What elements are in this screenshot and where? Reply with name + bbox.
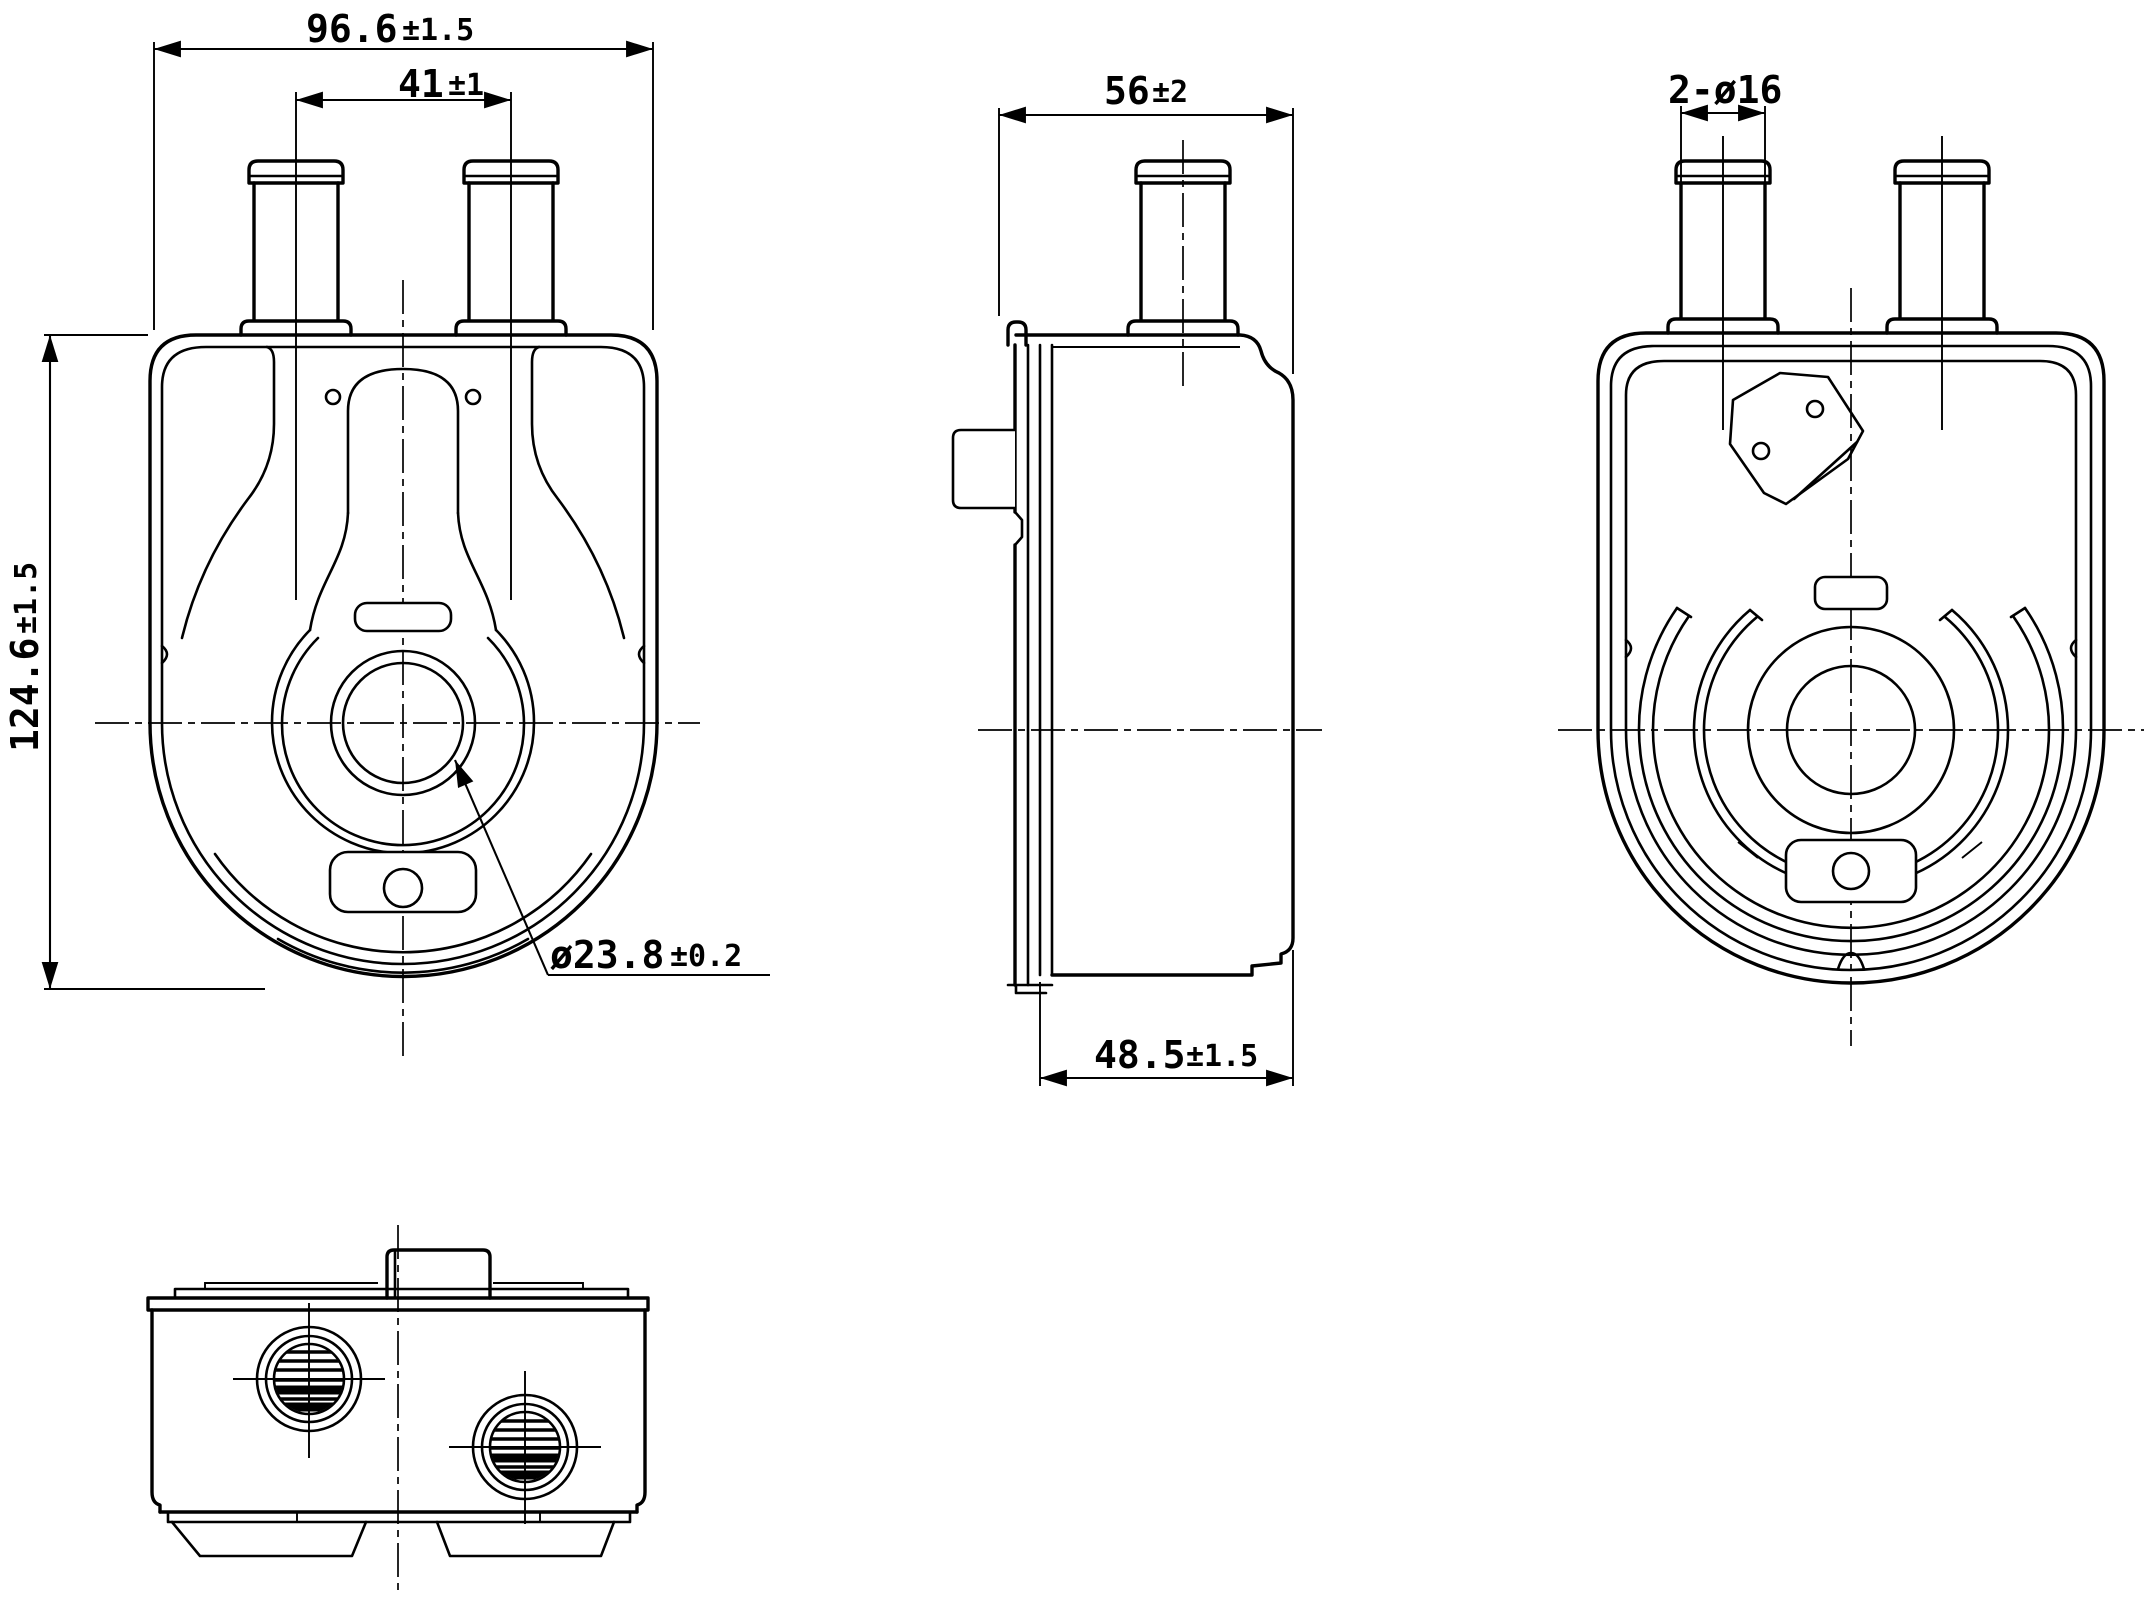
dim-front-center-bore: ø23.8 ±0.2 — [454, 759, 770, 977]
side-pipe — [1126, 159, 1240, 337]
side-view: 56 ±2 48.5 ±1.5 — [951, 69, 1322, 1087]
dim-rear-pipe-ports: 2-ø16 — [1668, 68, 1782, 296]
dim-tolerance: ±1.5 — [9, 562, 44, 634]
front-left-notch — [160, 644, 169, 665]
dim-front-overall-width: 96.6 ±1.5 — [153, 7, 654, 330]
dim-tolerance: ±0.2 — [670, 939, 742, 974]
rear-circlip-rings — [1637, 575, 2065, 943]
rear-center-bore — [1785, 664, 1917, 796]
bottom-top-tab — [385, 1248, 492, 1300]
front-body-outline — [148, 333, 659, 979]
front-left-pipe — [239, 159, 353, 337]
dim-label: 124.6 — [3, 638, 47, 752]
dim-label: ø23.8 — [550, 933, 664, 977]
bottom-view — [146, 1225, 650, 1594]
front-bottom-pocket — [328, 850, 478, 914]
front-center-bore — [341, 661, 465, 785]
rear-body-seam — [1609, 344, 2093, 972]
front-center-boss — [270, 601, 536, 914]
rear-bracket-hole-lower — [1751, 441, 1771, 461]
dim-label: 2-ø16 — [1668, 68, 1782, 112]
side-body-outline — [1014, 333, 1295, 977]
dim-label: 48.5 — [1094, 1033, 1186, 1077]
dim-tolerance: ±2 — [1152, 75, 1188, 110]
rear-body-outline — [1596, 331, 2106, 985]
dim-tolerance: ±1.5 — [1186, 1039, 1258, 1074]
bottom-port-left — [233, 1303, 385, 1458]
dim-front-pipe-spacing: 41 ±1 — [296, 62, 511, 109]
dim-front-overall-height: 124.6 ±1.5 — [3, 334, 265, 990]
bottom-base-left — [170, 1520, 368, 1558]
rear-view: 2-ø16 — [1558, 68, 2144, 1046]
dim-side-overall-depth: 56 ±2 — [998, 69, 1294, 374]
dim-tolerance: ±1.5 — [402, 13, 474, 48]
rear-bracket-hole-upper — [1805, 399, 1825, 419]
dim-label: 41 — [398, 62, 444, 106]
bottom-body — [150, 1308, 647, 1558]
rear-bracket-plate — [1728, 371, 1865, 506]
bottom-plate-main — [146, 1296, 650, 1312]
front-bottom-lip-arc — [276, 937, 530, 974]
front-mounting-bracket — [180, 345, 626, 640]
side-flange-plate — [951, 320, 1054, 995]
rear-right-pipe — [1885, 159, 1999, 335]
rear-clip-ear-left — [1737, 841, 1759, 859]
bottom-port-right — [449, 1371, 601, 1524]
rear-bottom-tab — [1836, 951, 1866, 971]
front-body-seam — [160, 345, 646, 966]
front-bracket-hole-left — [324, 388, 342, 406]
bottom-base-right — [435, 1520, 616, 1558]
front-bracket-hole-right — [464, 388, 482, 406]
front-right-pipe — [454, 159, 568, 337]
rear-body-inner-line — [1624, 359, 2078, 957]
rear-pocket-hole — [1831, 851, 1871, 891]
front-pocket-hole — [382, 867, 424, 909]
rear-left-notch — [1624, 638, 1633, 659]
dim-tolerance: ±1 — [448, 68, 484, 103]
dim-label: 96.6 — [306, 7, 398, 51]
front-bottom-rim-arc — [213, 852, 593, 954]
side-bracket-tab — [951, 428, 1015, 510]
dim-label: 56 — [1104, 69, 1150, 113]
rear-clip-window — [1813, 575, 1889, 611]
bottom-plate-upper — [173, 1287, 630, 1300]
bottom-plate-steps — [204, 1282, 584, 1289]
front-view: 96.6 ±1.5 41 ±1 124.6 ±1.5 ø23.8 ±0.2 — [3, 7, 770, 1058]
rear-clip-ear-right — [1961, 841, 1983, 859]
rear-bottom-pocket — [1784, 838, 1918, 904]
rear-right-notch — [2069, 638, 2078, 659]
front-clip-window — [353, 601, 453, 633]
dim-side-core-depth: 48.5 ±1.5 — [1039, 950, 1294, 1087]
front-right-notch — [637, 644, 646, 665]
